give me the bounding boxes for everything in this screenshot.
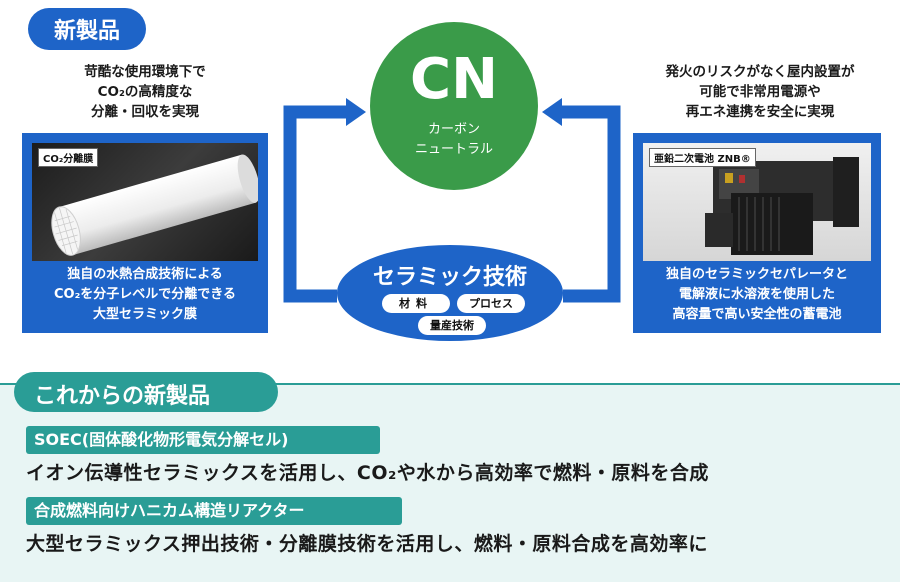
right-arrowhead: [542, 98, 562, 126]
left-product-description: 苛酷な使用環境下で CO₂の高精度な 分離・回収を実現: [84, 64, 206, 120]
ceramic-technology-oval: セラミック技術 材料 プロセス 量産技術: [337, 245, 563, 341]
carbon-neutral-circle: CN カーボン ニュートラル: [370, 22, 538, 190]
soec-tag: SOEC(固体酸化物形電気分解セル): [26, 426, 380, 454]
future-products-title-bar: これからの新製品: [14, 372, 278, 412]
zinc-battery-caption: 独自のセラミックセパレータと 電解液に水溶液を使用した 高容量で高い安全性の蓄電…: [665, 267, 848, 322]
honeycomb-reactor-description: 大型セラミックス押出技術・分離膜技術を活用し、燃料・原料合成を高効率に: [26, 533, 708, 555]
ceramic-technology-title: セラミック技術: [372, 265, 527, 290]
soec-description: イオン伝導性セラミックスを活用し、CO₂や水から高効率で燃料・原料を合成: [26, 462, 709, 484]
cn-title: CN: [410, 47, 498, 112]
materials-chip: 材料: [382, 294, 450, 313]
left-arrowhead: [346, 98, 366, 126]
new-products-badge: 新製品: [28, 8, 146, 50]
zinc-battery-photo: 亜鉛二次電池 ZNB®: [643, 143, 871, 261]
carbon-neutral-label: カーボン ニュートラル: [414, 122, 493, 157]
future-products-title: これからの新製品: [34, 384, 211, 409]
mass-production-chip: 量産技術: [418, 316, 486, 335]
co2-membrane-tag: CO₂分離膜: [38, 148, 99, 167]
co2-membrane-caption: 独自の水熱合成技術による CO₂を分子レベルで分離できる 大型セラミック膜: [53, 267, 237, 322]
co2-membrane-photo: CO₂分離膜: [32, 143, 258, 261]
ceramic-tube-illustration: [51, 154, 258, 256]
right-product-description: 発火のリスクがなく屋内設置が 可能で非常用電源や 再エネ連携を安全に実現: [665, 64, 855, 120]
left-flow-arrow: [283, 105, 352, 303]
future-products-section: [0, 383, 900, 582]
co2-membrane-panel: CO₂分離膜 独自の水熱合成技術に: [22, 133, 268, 333]
zinc-battery-tag: 亜鉛二次電池 ZNB®: [649, 148, 756, 167]
flow-arrows: [283, 98, 621, 303]
process-chip: プロセス: [457, 294, 525, 313]
honeycomb-reactor-tag: 合成燃料向けハニカム構造リアクター: [26, 497, 402, 525]
battery-illustration: [705, 157, 859, 255]
right-flow-arrow: [556, 105, 621, 303]
zinc-battery-panel: 亜鉛二次電池 ZNB® 独自のセラミックセパレータと 電解液に水溶液を使用した …: [633, 133, 881, 333]
